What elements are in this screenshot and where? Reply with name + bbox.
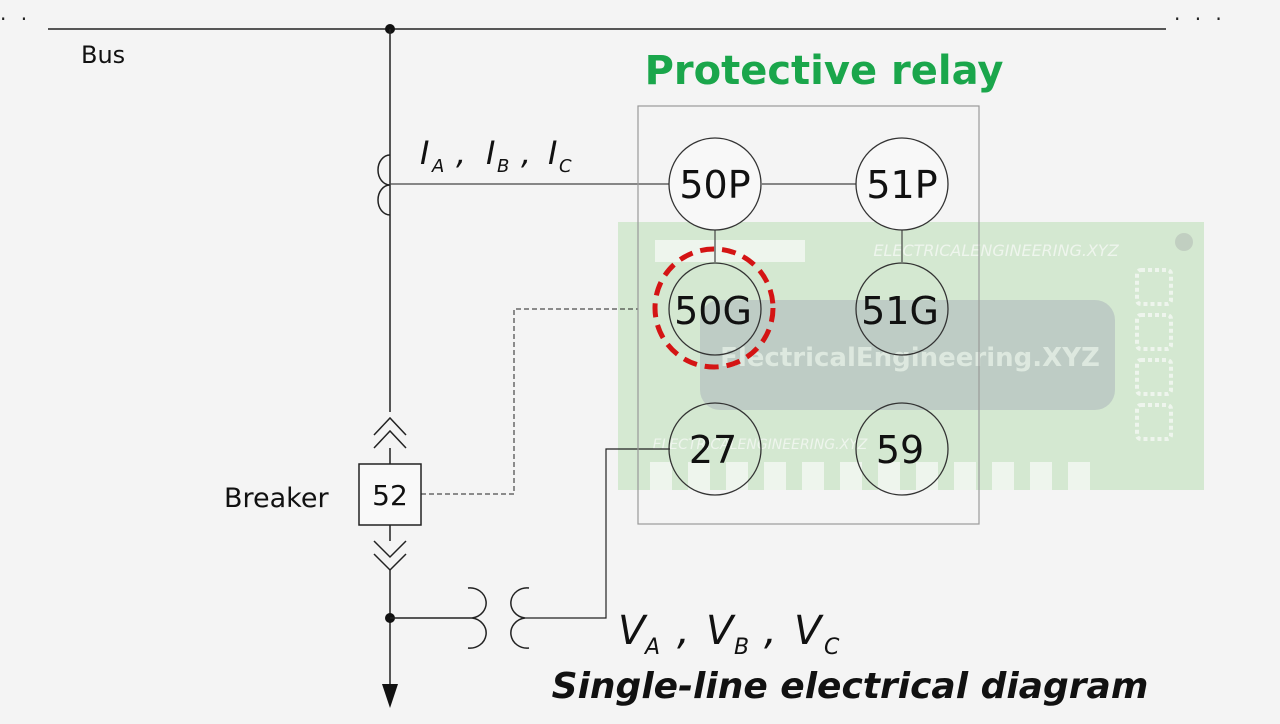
svg-text:B: B bbox=[497, 156, 509, 177]
watermark-pad bbox=[1135, 268, 1173, 306]
relay-element-50p bbox=[668, 137, 762, 231]
svg-text:I: I bbox=[486, 134, 495, 172]
lower-disconnect-icon bbox=[373, 540, 407, 572]
relay-label-51g: 51G bbox=[861, 289, 939, 333]
watermark: ELECTRICALENGINEERING.XYZ ElectricalEngi… bbox=[618, 222, 1204, 490]
watermark-bottom-pins bbox=[650, 462, 1090, 490]
diagram-caption: Single-line electrical diagram bbox=[552, 666, 1149, 707]
bus-label: Bus bbox=[81, 41, 125, 69]
relay-element-27 bbox=[668, 402, 762, 496]
current-label: I A , I B , I C bbox=[420, 134, 572, 177]
svg-text:V: V bbox=[706, 608, 736, 654]
relay-label-27: 27 bbox=[689, 428, 737, 472]
voltage-label: V A , V B , V C bbox=[618, 608, 840, 660]
relay-label-59: 59 bbox=[876, 428, 924, 472]
svg-text:,: , bbox=[677, 608, 690, 654]
svg-text:I: I bbox=[420, 134, 429, 172]
relay-element-50g bbox=[668, 262, 762, 356]
svg-text:C: C bbox=[559, 156, 572, 177]
svg-text:,: , bbox=[456, 134, 466, 172]
relay-element-59 bbox=[855, 402, 949, 496]
svg-text:,: , bbox=[764, 608, 777, 654]
relay-box bbox=[637, 105, 980, 525]
svg-text:,: , bbox=[521, 134, 531, 172]
svg-text:C: C bbox=[824, 635, 840, 660]
watermark-pad bbox=[1135, 358, 1173, 396]
breaker-code: 52 bbox=[372, 479, 408, 512]
relay-element-51p bbox=[855, 137, 949, 231]
watermark-text-top: ELECTRICALENGINEERING.XYZ bbox=[873, 241, 1119, 260]
relay-element-51g bbox=[855, 262, 949, 356]
svg-text:B: B bbox=[734, 635, 749, 660]
feeder-arrow-icon bbox=[382, 684, 398, 708]
highlight-ring-50g bbox=[652, 246, 776, 370]
svg-text:A: A bbox=[431, 156, 444, 177]
watermark-pad bbox=[1135, 403, 1173, 441]
watermark-text-middle: ElectricalEngineering.XYZ bbox=[720, 343, 1100, 373]
relay-label-50g: 50G bbox=[674, 289, 752, 333]
svg-text:I: I bbox=[548, 134, 557, 172]
current-transformer-icon bbox=[377, 154, 391, 216]
trip-signal-line bbox=[421, 308, 638, 495]
watermark-dot bbox=[1175, 233, 1193, 251]
relay-label-50p: 50P bbox=[679, 163, 750, 207]
svg-text:V: V bbox=[618, 608, 648, 654]
bus-left-dots: · · bbox=[0, 7, 31, 31]
watermark-pad bbox=[1135, 313, 1173, 351]
svg-text:A: A bbox=[643, 635, 660, 660]
upper-disconnect-icon bbox=[373, 416, 407, 449]
breaker-label: Breaker bbox=[224, 483, 329, 514]
relay-label-51p: 51P bbox=[866, 163, 937, 207]
bus-right-dots: · · · bbox=[1174, 7, 1226, 31]
vt-primary-coil-icon bbox=[467, 587, 487, 649]
svg-text:V: V bbox=[794, 608, 824, 654]
relay-title: Protective relay bbox=[645, 48, 1004, 94]
